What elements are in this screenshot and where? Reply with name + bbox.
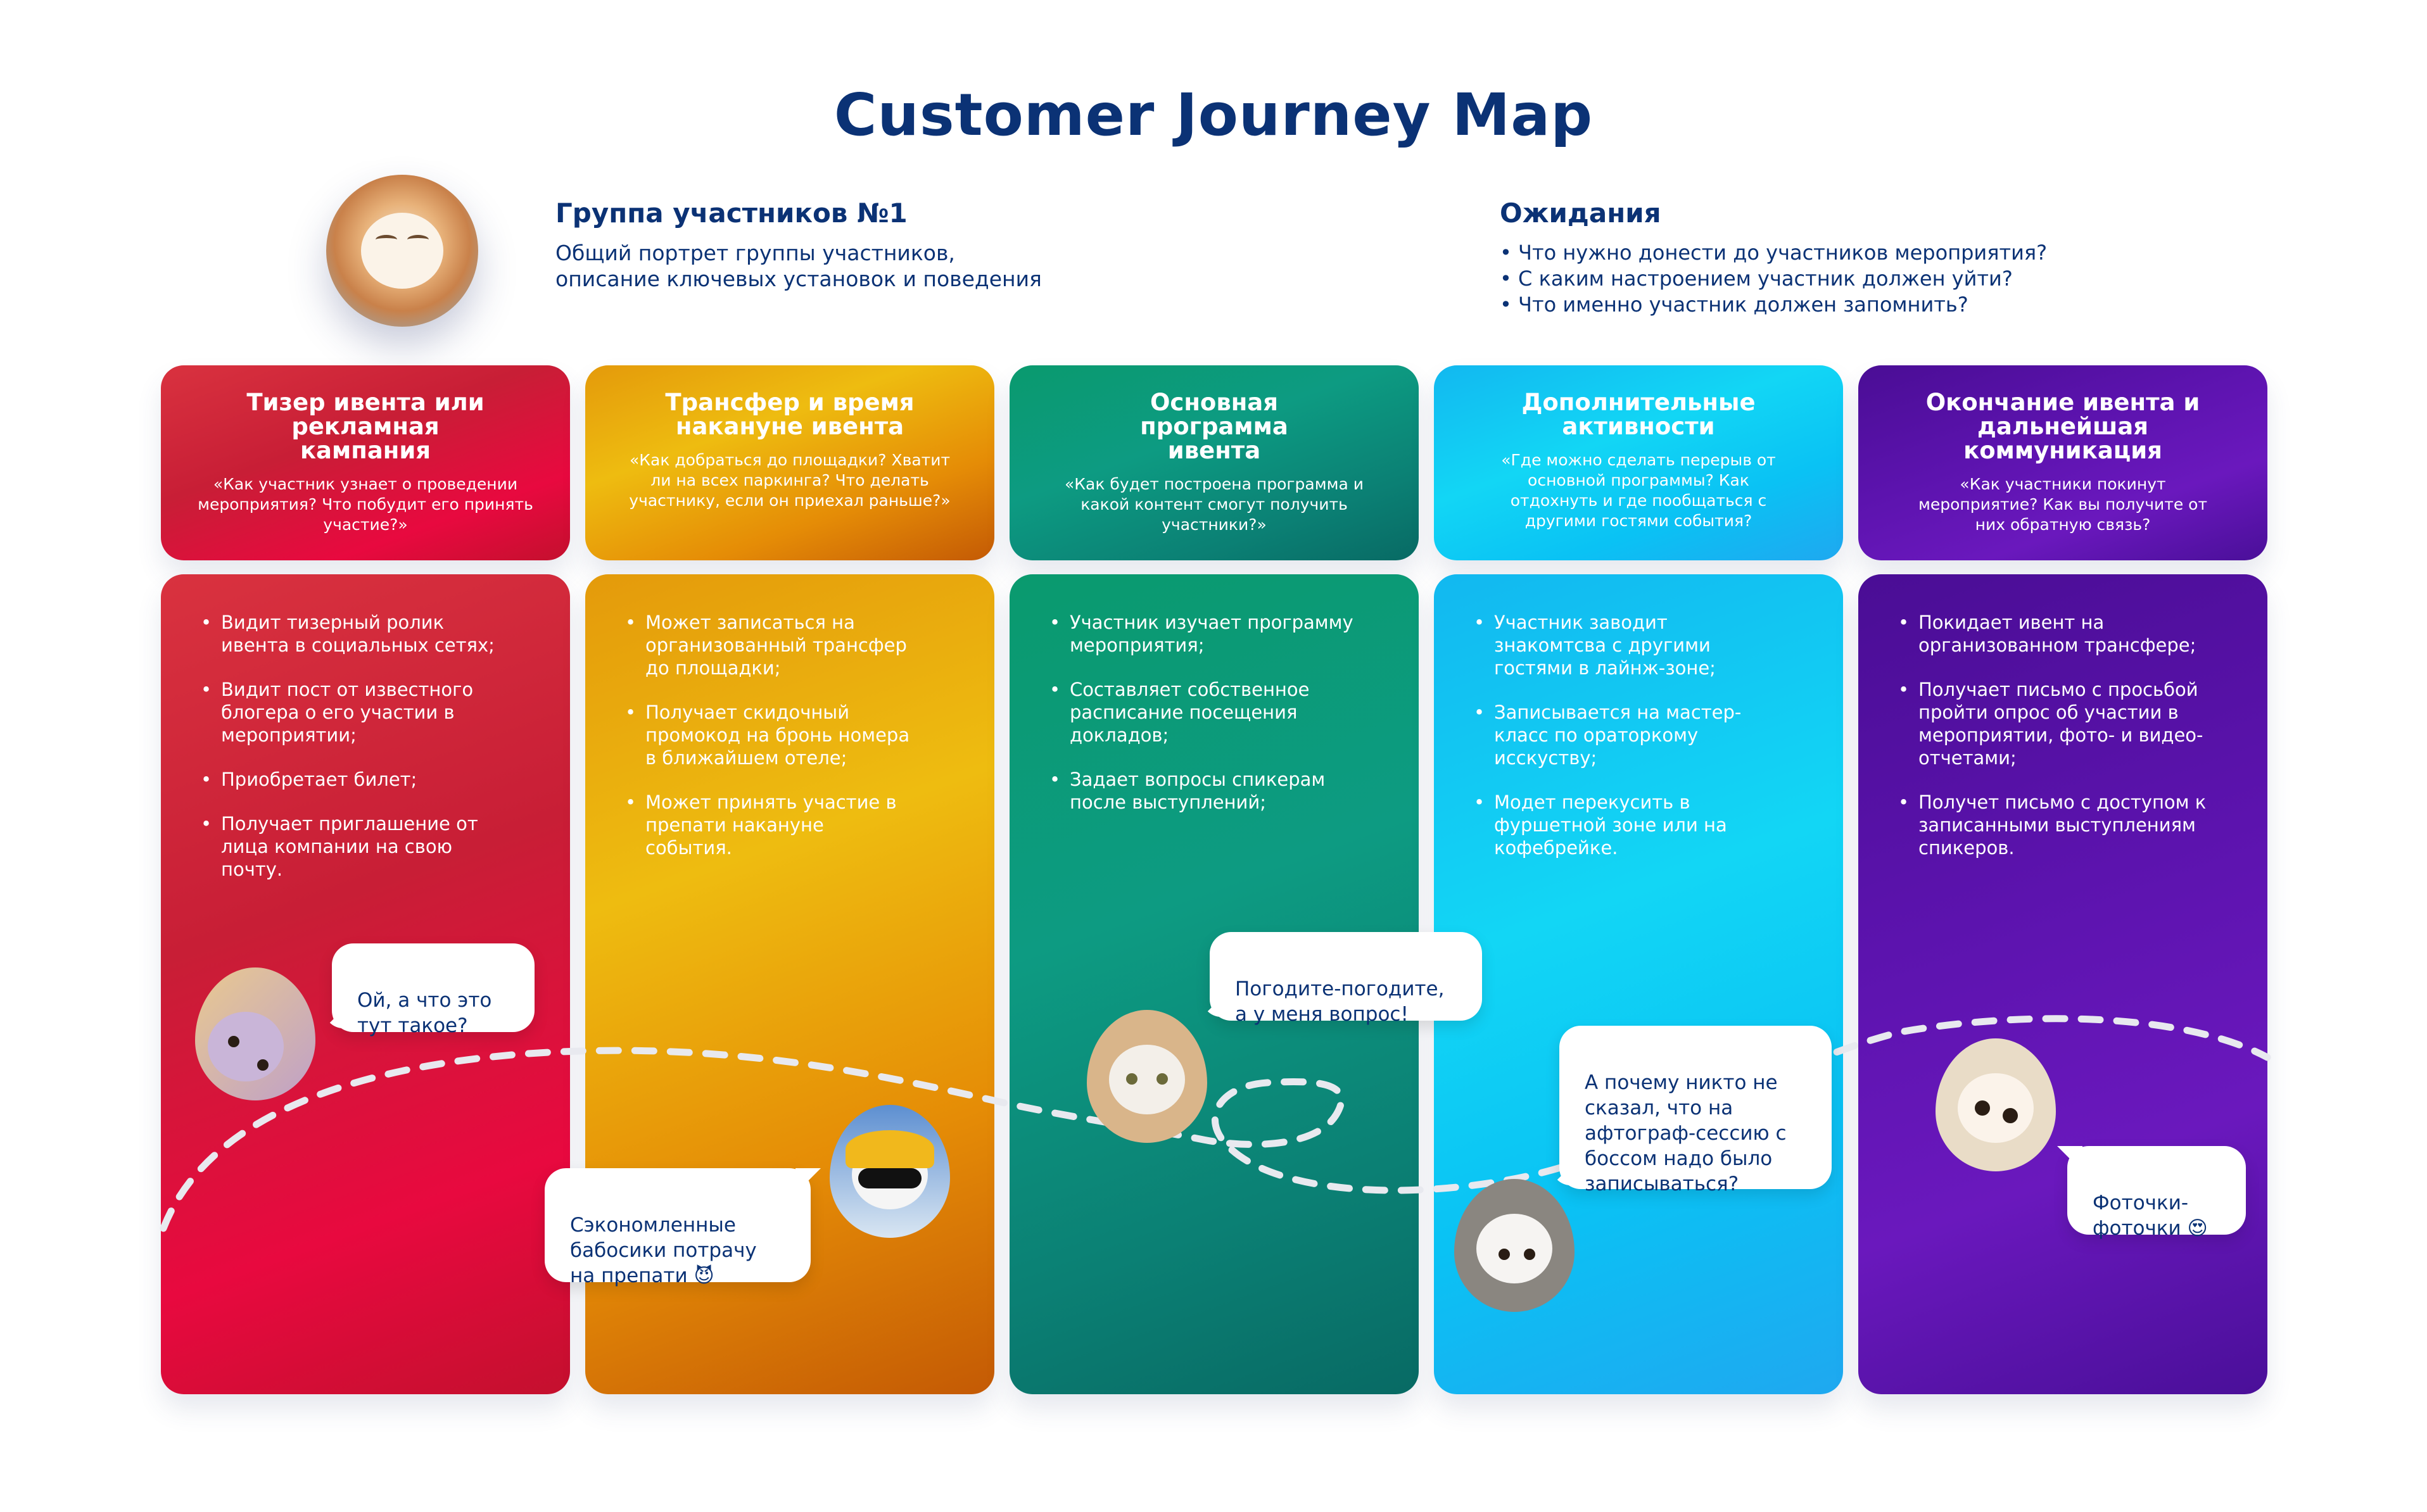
expectation-item: Что нужно донести до участников мероприя… — [1500, 240, 2196, 266]
bubble-text: Фоточки-фоточки 😍 — [2093, 1192, 2208, 1240]
action-item: Задает вопросы спикерам после выступлени… — [1049, 768, 1355, 814]
action-item: Видит пост от известного блогера о его у… — [201, 678, 500, 747]
bubble-text: Сэкономленные бабосики потрачу на препат… — [570, 1214, 757, 1287]
cat-head — [1476, 1214, 1552, 1283]
group-description: Общий портрет группы участников, описани… — [555, 241, 1042, 291]
stage-actions-ending: Покидает ивент на организованном трансфе… — [1858, 574, 2267, 1394]
stage-question: «Как участники покинут мероприятие? Как … — [1918, 475, 2208, 534]
cat-eye — [1126, 1073, 1137, 1085]
action-item: Получает письмо с просьбой пройти опрос … — [1898, 678, 2210, 769]
stage-header-activities: Дополнительные активности «Где можно сде… — [1434, 365, 1843, 560]
action-item: Приобретает билет; — [201, 768, 500, 791]
page-title: Customer Journey Map — [833, 81, 1594, 149]
actions-list: Может записаться на организованный транс… — [585, 574, 943, 859]
cool-cat-avatar-icon — [830, 1105, 950, 1238]
expectation-item: Что именно участник должен запомнить? — [1500, 292, 2196, 318]
stage-title: Окончание ивента и дальнейшая коммуникац… — [1925, 389, 2200, 464]
blushing-cat-avatar-icon — [1936, 1038, 2056, 1171]
tabby-cat-avatar-icon — [1087, 1010, 1207, 1143]
expectations-list: Что нужно донести до участников мероприя… — [1500, 240, 2196, 318]
stage-question: «Как добраться до площадки? Хватит ли на… — [629, 451, 951, 510]
smiling-cat-avatar-icon — [326, 175, 478, 327]
white-cat-avatar-icon — [1454, 1179, 1575, 1312]
cat-eye — [1156, 1073, 1168, 1085]
stage-header-teaser: Тизер ивента или рекламная кампания «Как… — [161, 365, 570, 560]
expectations: Ожидания Что нужно донести до участников… — [1500, 198, 2196, 318]
group-title: Группа участников №1 — [555, 198, 908, 229]
stage-header-main-program: Основная программа ивента «Как будет пос… — [1010, 365, 1419, 560]
action-item: Составляет собственное расписание посеще… — [1049, 678, 1355, 747]
speech-bubble-main-program: Погодите-погодите, а у меня вопрос! — [1202, 932, 1482, 1026]
bubble-text: Погодите-погодите, а у меня вопрос! — [1235, 978, 1445, 1026]
surprised-cat-avatar-icon — [195, 967, 315, 1100]
bubble-text: Ой, а что это тут такое? — [357, 989, 492, 1037]
stage-question: «Где можно сделать перерыв от основной п… — [1501, 451, 1776, 530]
cat-face — [361, 213, 443, 289]
stage-question: «Как участник узнает о проведении меропр… — [198, 475, 533, 534]
actions-list: Участник заводит знакомтсва с другими го… — [1434, 574, 1792, 859]
cat-eye — [1975, 1100, 1990, 1116]
action-item: Получает приглашение от лица компании на… — [201, 812, 500, 881]
stage-title: Дополнительные активности — [1521, 389, 1756, 440]
stage-title: Основная программа ивента — [1140, 389, 1288, 464]
stage-title: Трансфер и время накануне ивента — [665, 389, 915, 440]
expectation-item: С каким настроением участник должен уйти… — [1500, 266, 2196, 292]
cat-eye — [1499, 1249, 1510, 1260]
stage-actions-activities: Участник заводит знакомтсва с другими го… — [1434, 574, 1843, 1394]
speech-bubble-transfer: Сэкономленные бабосики потрачу на препат… — [545, 1168, 821, 1287]
bubble-text: А почему никто не сказал, что на афтогра… — [1585, 1071, 1787, 1195]
sunglasses — [858, 1168, 922, 1188]
speech-bubble-teaser: Ой, а что это тут такое? — [324, 943, 535, 1037]
cat-eye-left — [376, 235, 397, 244]
action-item: Может записаться на организованный транс… — [625, 611, 911, 679]
speech-bubble-ending: Фоточки-фоточки 😍 — [2057, 1146, 2246, 1240]
participant-group: Группа участников №1 Общий портрет групп… — [555, 198, 1252, 292]
cat-eye — [257, 1059, 269, 1071]
action-item: Модет перекусить в фуршетной зоне или на… — [1474, 791, 1760, 859]
actions-list: Покидает ивент на организованном трансфе… — [1858, 574, 2241, 859]
cat-head — [208, 1012, 284, 1081]
stage-question: «Как будет построена программа и какой к… — [1065, 475, 1364, 534]
yellow-hat — [846, 1130, 934, 1168]
stage-title: Тизер ивента или рекламная кампания — [246, 389, 485, 464]
action-item: Получает скидочный промокод на бронь ном… — [625, 701, 911, 769]
cat-eye — [228, 1036, 239, 1047]
action-item: Видит тизерный ролик ивента в социальных… — [201, 611, 500, 657]
action-item: Получет письмо с доступом к записанными … — [1898, 791, 2210, 859]
expectations-title: Ожидания — [1500, 198, 1661, 229]
stage-header-transfer: Трансфер и время накануне ивента «Как до… — [585, 365, 994, 560]
stage-header-ending: Окончание ивента и дальнейшая коммуникац… — [1858, 365, 2267, 560]
speech-bubble-activities: А почему никто не сказал, что на афтогра… — [1552, 1026, 1832, 1195]
actions-list: Видит тизерный ролик ивента в социальных… — [161, 574, 531, 881]
cat-head — [1958, 1073, 2034, 1143]
cat-head — [1109, 1045, 1185, 1114]
cat-eye — [1524, 1249, 1535, 1260]
action-item: Записывается на мастер-класс по ораторко… — [1474, 701, 1760, 769]
action-item: Может принять участие в препати накануне… — [625, 791, 911, 859]
action-item: Участник заводит знакомтсва с другими го… — [1474, 611, 1760, 679]
cat-eye-right — [407, 235, 429, 244]
action-item: Покидает ивент на организованном трансфе… — [1898, 611, 2210, 657]
action-item: Участник изучает программу мероприятия; — [1049, 611, 1355, 657]
actions-list: Участник изучает программу мероприятия; … — [1010, 574, 1386, 814]
cat-eye — [2003, 1108, 2018, 1123]
